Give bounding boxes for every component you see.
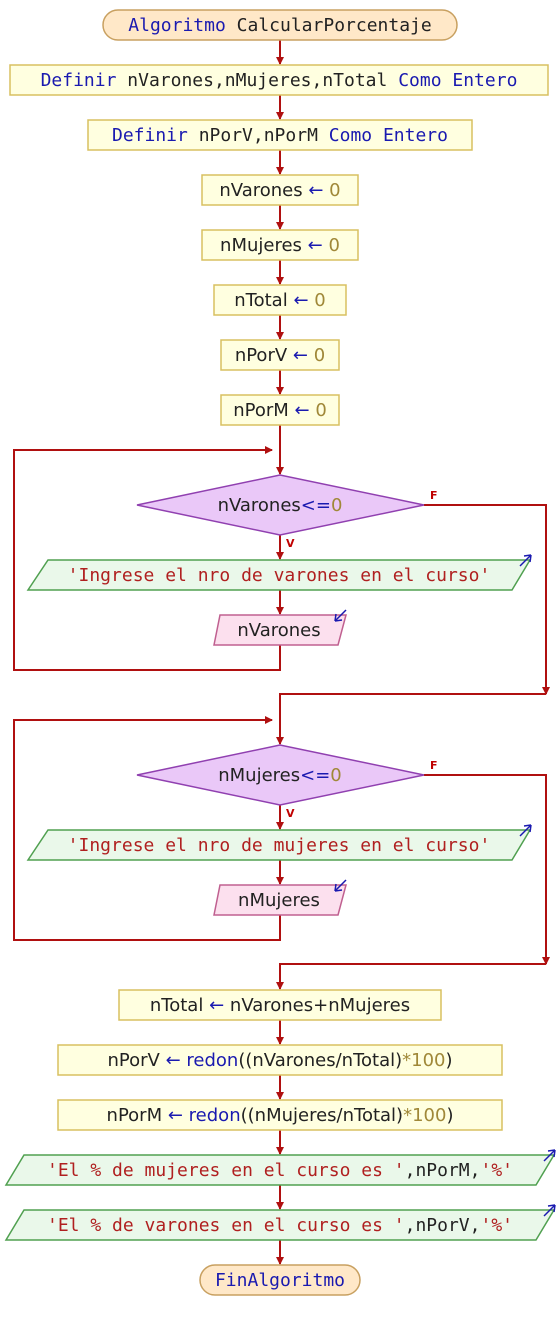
svg-text:nTotal ← 0: nTotal ← 0 — [234, 290, 325, 311]
svg-text:nVarones: nVarones — [237, 620, 320, 641]
output-arrow-icon — [519, 554, 532, 567]
svg-text:nPorM ← redon((nMujeres/nTotal: nPorM ← redon((nMujeres/nTotal)*100) — [107, 1105, 454, 1126]
calc-ntotal: nTotal ← nVarones+nMujeres — [118, 989, 442, 1021]
svg-text:nTotal ← nVarones+nMujeres: nTotal ← nVarones+nMujeres — [150, 995, 410, 1016]
svg-text:nMujeres: nMujeres — [238, 890, 320, 911]
output-arrow-icon — [543, 1204, 556, 1217]
svg-text:nPorV ← redon((nVarones/nTotal: nPorV ← redon((nVarones/nTotal)*100) — [107, 1050, 452, 1071]
svg-text:'Ingrese el nro de mujeres en: 'Ingrese el nro de mujeres en el curso' — [68, 835, 491, 856]
define-vars: nVarones,nMujeres,nTotal — [127, 70, 387, 91]
svg-text:nMujeres ← 0: nMujeres ← 0 — [220, 235, 340, 256]
svg-text:'El % de varones en el curso e: 'El % de varones en el curso es ',nPorV,… — [47, 1215, 513, 1236]
svg-text:'El % de mujeres en el curso e: 'El % de mujeres en el curso es ',nPorM,… — [47, 1160, 513, 1181]
output-arrow-icon — [543, 1149, 556, 1162]
define-vars: nPorV,nPorM — [199, 125, 318, 146]
input-arrow-icon — [334, 879, 347, 892]
input-arrow-icon — [334, 609, 347, 622]
assign-nporm: nPorM ← 0 — [220, 394, 340, 426]
false-label: F — [430, 489, 438, 502]
assign-ntotal: nTotal ← 0 — [213, 284, 347, 316]
assign-nporv: nPorV ← 0 — [220, 339, 340, 371]
connectors — [13, 40, 550, 1265]
output-prompt-mujeres: 'Ingrese el nro de mujeres en el curso' — [26, 824, 532, 861]
calc-nporv: nPorV ← redon((nVarones/nTotal)*100) — [57, 1044, 503, 1076]
svg-text:Definir nPorV,nPorM Como Enter: Definir nPorV,nPorM Como Entero — [112, 125, 448, 146]
true-label: V — [286, 537, 295, 550]
end-terminal: FinAlgoritmo — [199, 1264, 361, 1296]
decision-nmujeres: nMujeres<=0 — [136, 744, 425, 806]
define-type: Como Entero — [398, 70, 517, 91]
svg-text:Definir nVarones,nMujeres,nTot: Definir nVarones,nMujeres,nTotal Como En… — [41, 70, 518, 91]
define-keyword: Definir — [112, 125, 188, 146]
assign-nmujeres: nMujeres ← 0 — [201, 229, 359, 261]
output-result-varones: 'El % de varones en el curso es ',nPorV,… — [4, 1204, 556, 1241]
output-prompt-varones: 'Ingrese el nro de varones en el curso' — [26, 554, 532, 591]
start-keyword: Algoritmo — [128, 15, 226, 36]
svg-text:'Ingrese el nro de varones en: 'Ingrese el nro de varones en el curso' — [68, 565, 491, 586]
define-keyword: Definir — [41, 70, 117, 91]
svg-text:nMujeres<=0: nMujeres<=0 — [218, 765, 342, 786]
define-process-2: Definir nPorV,nPorM Como Entero — [87, 119, 473, 151]
define-type: Como Entero — [329, 125, 448, 146]
output-arrow-icon — [519, 824, 532, 837]
svg-text:nPorV ← 0: nPorV ← 0 — [235, 345, 325, 366]
define-process-1: Definir nVarones,nMujeres,nTotal Como En… — [9, 64, 549, 96]
input-nvarones: nVarones — [213, 609, 347, 646]
svg-text:FinAlgoritmo: FinAlgoritmo — [215, 1270, 345, 1291]
assign-nvarones: nVarones ← 0 — [201, 174, 359, 206]
svg-text:nPorM ← 0: nPorM ← 0 — [233, 400, 327, 421]
start-terminal: Algoritmo CalcularPorcentaje — [102, 9, 458, 41]
output-result-mujeres: 'El % de mujeres en el curso es ',nPorM,… — [4, 1149, 556, 1186]
svg-text:nVarones ← 0: nVarones ← 0 — [219, 180, 340, 201]
decision-nvarones: nVarones<=0 — [136, 474, 425, 536]
input-nmujeres: nMujeres — [213, 879, 347, 916]
svg-text:nVarones<=0: nVarones<=0 — [218, 495, 343, 516]
false-label: F — [430, 759, 438, 772]
true-label: V — [286, 807, 295, 820]
svg-text:Algoritmo CalcularPorcentaje: Algoritmo CalcularPorcentaje — [128, 15, 431, 36]
calc-nporm: nPorM ← redon((nMujeres/nTotal)*100) — [57, 1099, 503, 1131]
algorithm-name: CalcularPorcentaje — [237, 15, 432, 36]
